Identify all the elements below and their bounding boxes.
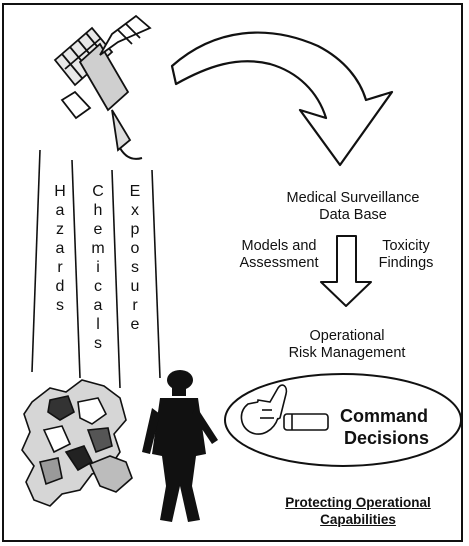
decisions-label: Decisions [344,428,430,448]
soldier-icon [142,370,218,522]
command-label: Command [340,406,429,426]
risk-management-label: Operational Risk Management [288,328,406,361]
thumbs-up-icon [240,384,329,435]
footer-caption: Protecting Operational Capabilities [285,495,431,527]
data-base-label: Medical Surveillance Data Base [286,190,420,223]
satellite-icon [53,14,152,160]
curved-arrow-icon [170,31,394,167]
models-assessment-label: Models and Assessment [239,238,319,271]
down-arrow-icon [320,235,372,307]
map-icon [21,379,133,507]
diagram-frame [2,3,463,542]
beam-lines [31,149,161,389]
toxicity-findings-label: Toxicity Findings [378,238,434,271]
